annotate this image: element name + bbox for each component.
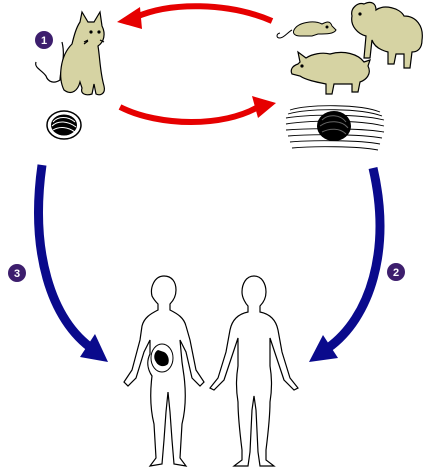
arrow-intermediate-to-cat	[117, 3, 274, 29]
tissue-cyst-icon	[285, 105, 385, 151]
svg-text:2: 2	[393, 267, 399, 279]
step-badge-2: 2	[387, 263, 405, 281]
fetus-icon	[154, 350, 169, 367]
svg-text:1: 1	[41, 35, 47, 47]
cat-icon	[35, 10, 105, 96]
step-badge-1: 1	[35, 31, 53, 49]
arrow-cat-to-intermediate	[118, 96, 276, 125]
mouse-icon	[276, 21, 337, 39]
arrow-tissue-cyst-to-human	[309, 166, 385, 362]
step-badge-3: 3	[8, 264, 26, 282]
pig-icon	[290, 50, 371, 95]
sheep-icon	[351, 1, 423, 69]
man-icon	[209, 275, 299, 467]
oocyst-icon	[46, 110, 82, 140]
pregnant-woman-icon	[123, 275, 205, 467]
svg-text:3: 3	[14, 268, 20, 280]
arrow-oocyst-to-human	[34, 164, 108, 362]
